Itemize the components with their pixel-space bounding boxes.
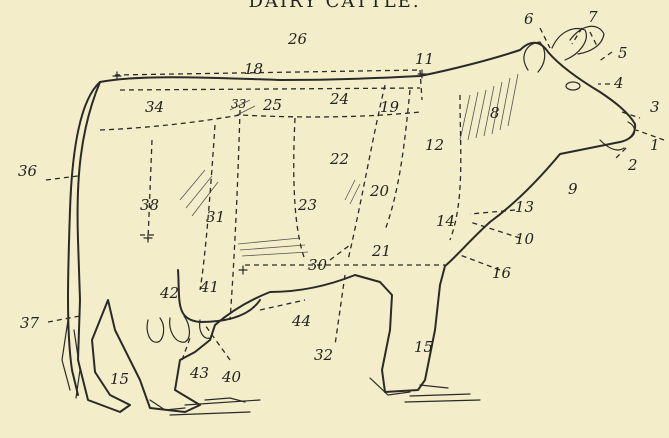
label-2: 2 xyxy=(627,156,638,174)
label-40: 40 xyxy=(221,368,242,386)
label-8: 8 xyxy=(490,104,500,122)
label-6: 6 xyxy=(524,10,534,28)
label-23: 23 xyxy=(297,196,317,214)
label-22: 22 xyxy=(329,150,349,168)
label-44: 44 xyxy=(291,312,311,330)
label-4: 4 xyxy=(613,74,624,92)
label-11: 11 xyxy=(415,50,434,68)
label-43: 43 xyxy=(189,364,209,382)
label-38: 38 xyxy=(140,196,159,214)
label-15-hind: 15 xyxy=(110,370,129,388)
label-18: 18 xyxy=(244,60,263,78)
label-21: 21 xyxy=(371,242,391,260)
label-3: 3 xyxy=(650,98,660,116)
label-25: 25 xyxy=(262,96,282,114)
teats xyxy=(147,316,210,342)
label-16: 16 xyxy=(492,264,512,282)
cow-tail xyxy=(68,82,100,395)
label-15-fore: 15 xyxy=(414,338,433,356)
label-9: 9 xyxy=(568,180,578,198)
label-41: 41 xyxy=(199,278,219,296)
label-1: 1 xyxy=(650,136,660,154)
label-42: 42 xyxy=(159,284,179,302)
label-14: 14 xyxy=(436,212,455,230)
label-34: 34 xyxy=(145,98,164,116)
fore-hooves xyxy=(370,378,448,395)
label-32: 32 xyxy=(314,346,333,364)
label-13: 13 xyxy=(515,198,534,216)
label-10: 10 xyxy=(515,230,535,248)
label-12: 12 xyxy=(425,136,444,154)
label-30: 30 xyxy=(308,256,328,274)
label-24: 24 xyxy=(329,90,349,108)
label-31: 31 xyxy=(206,208,225,226)
part-labels: 1 2 3 4 5 6 7 8 9 10 11 12 13 14 15 15 1… xyxy=(18,8,660,388)
label-5: 5 xyxy=(618,44,628,62)
label-20: 20 xyxy=(369,182,390,200)
label-36: 36 xyxy=(18,162,38,180)
eye xyxy=(566,82,580,90)
label-26: 26 xyxy=(287,30,308,48)
label-37: 37 xyxy=(20,314,40,332)
label-7: 7 xyxy=(588,8,598,26)
ground-lines xyxy=(170,394,480,415)
ear xyxy=(524,42,545,72)
label-33: 33 xyxy=(231,97,247,111)
label-19: 19 xyxy=(380,98,400,116)
